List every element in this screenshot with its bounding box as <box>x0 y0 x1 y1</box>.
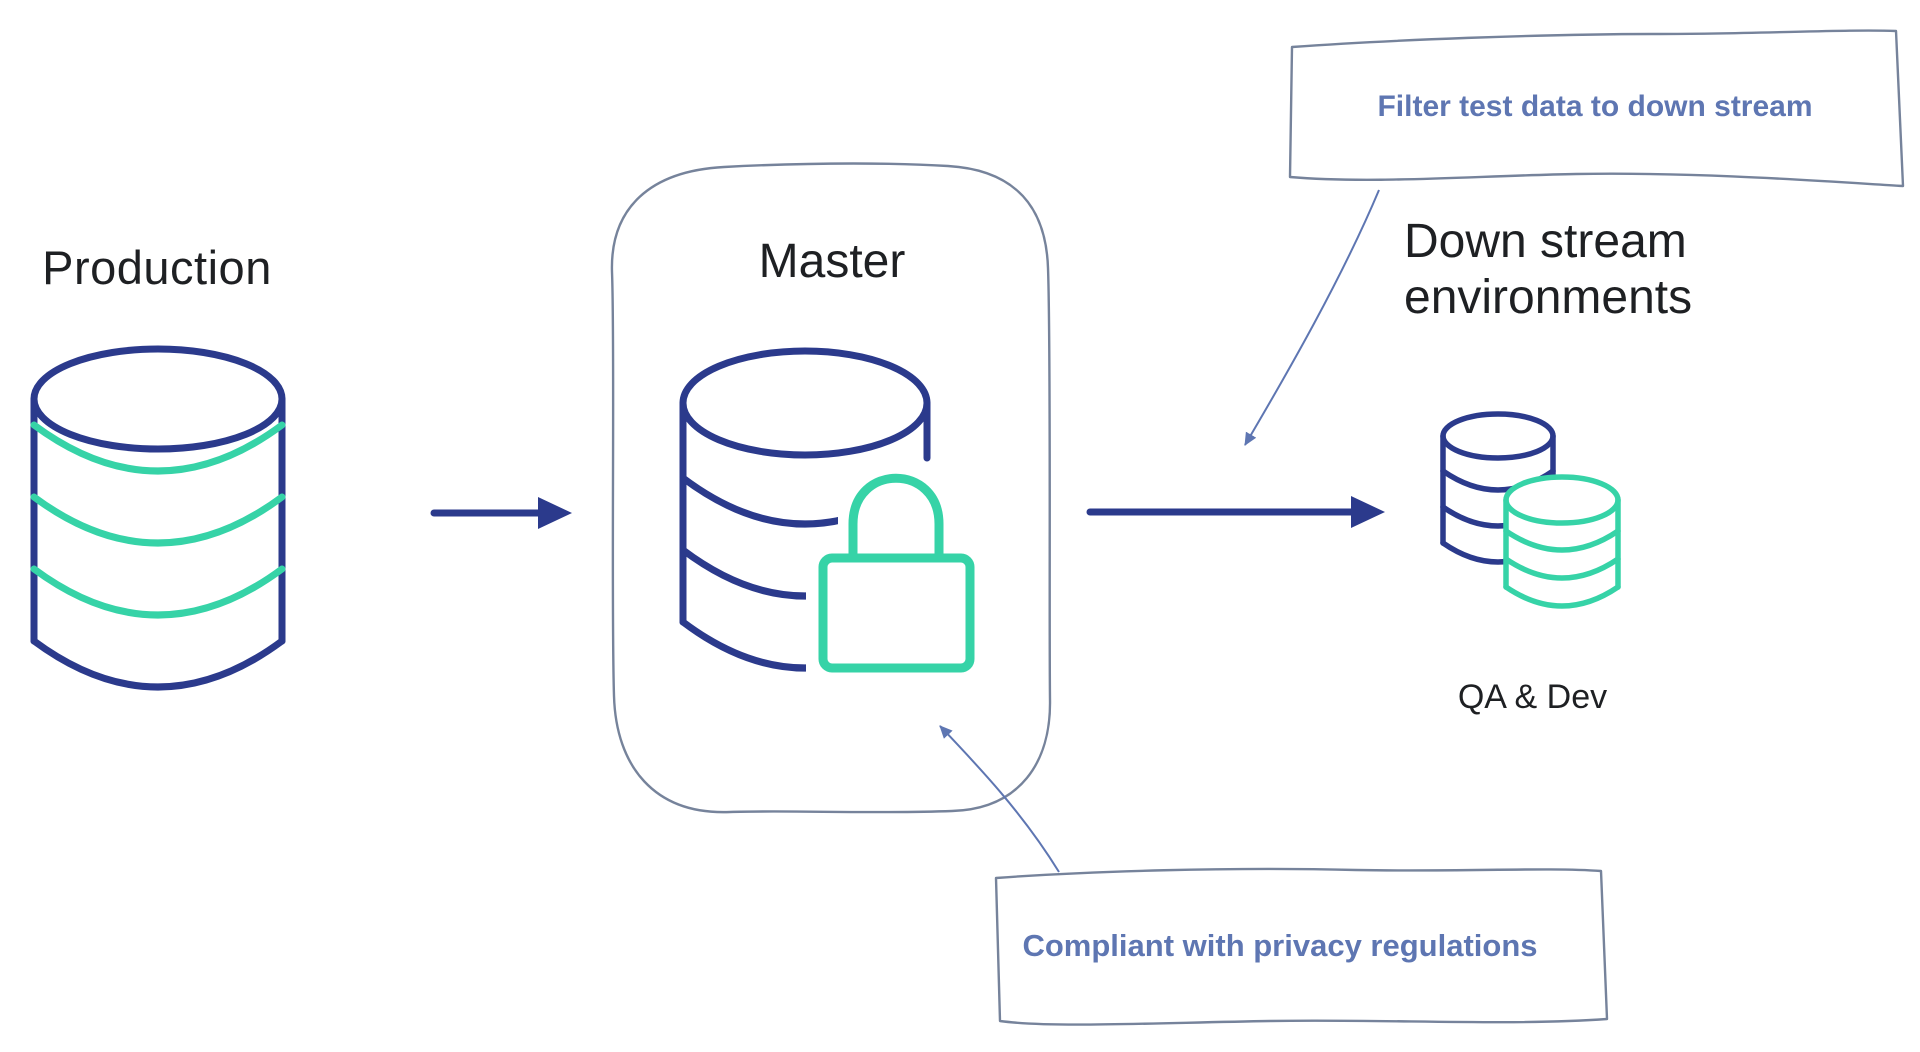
qa-dev-label: QA & Dev <box>1457 678 1608 716</box>
lock-icon <box>818 473 975 673</box>
filter-callout-text: Filter test data to down stream <box>1377 90 1813 123</box>
dev-database-icon <box>1503 474 1621 609</box>
arrow-master-to-downstream-icon <box>1086 496 1385 528</box>
master-sketch-frame <box>610 162 1052 814</box>
arrow-production-to-master-icon <box>430 497 572 529</box>
production-database-icon <box>30 345 286 691</box>
master-label: Master <box>758 235 906 288</box>
compliance-callout-text: Compliant with privacy regulations <box>1022 928 1538 963</box>
filter-callout-arrow <box>1244 189 1380 446</box>
compliance-callout-arrow <box>939 725 1060 873</box>
filter-callout-box <box>1288 29 1905 188</box>
master-database-icon <box>679 347 992 696</box>
downstream-databases-icon <box>1440 411 1621 609</box>
production-label: Production <box>42 241 272 294</box>
compliance-callout-box <box>994 867 1609 1026</box>
downstream-label: Down stream environments <box>1404 215 1693 324</box>
